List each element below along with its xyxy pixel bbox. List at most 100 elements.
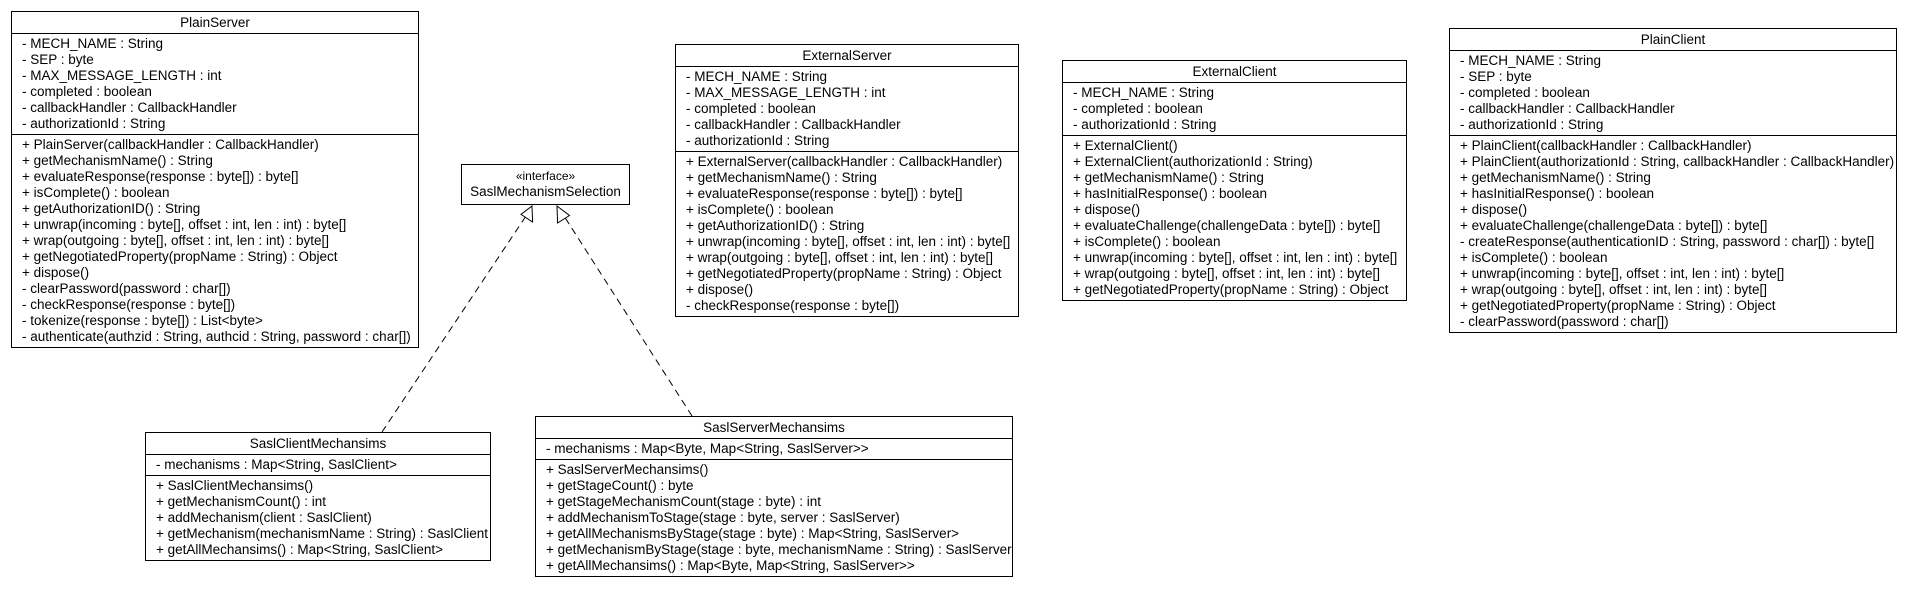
operation-row: - createResponse(authenticationID : Stri… — [1460, 234, 1875, 249]
attributes-section: - MECH_NAME : String- SEP : byte- comple… — [1450, 51, 1896, 135]
operation-row: + getAuthorizationID() : String — [686, 218, 865, 233]
class-sasl-mechanism-selection: «interface» SaslMechanismSelection — [461, 164, 630, 205]
operation-row: + dispose() — [686, 282, 754, 297]
operation-row: + addMechanism(client : SaslClient) — [156, 510, 372, 525]
operation-row: + hasInitialResponse() : boolean — [1073, 186, 1267, 201]
operations-section: + SaslClientMechansims()+ getMechanismCo… — [146, 475, 490, 560]
attribute-row: - MECH_NAME : String — [686, 69, 828, 84]
operation-row: + getStageMechanismCount(stage : byte) :… — [546, 494, 822, 509]
operation-row: + wrap(outgoing : byte[], offset : int, … — [22, 233, 330, 248]
attribute-row: - completed : boolean — [1460, 85, 1590, 100]
operation-row: + unwrap(incoming : byte[], offset : int… — [1073, 250, 1398, 265]
operation-row: - clearPassword(password : char[]) — [1460, 314, 1669, 329]
class-external-server: ExternalServer - MECH_NAME : String- MAX… — [675, 44, 1019, 317]
operation-row: + ExternalClient() — [1073, 138, 1178, 153]
class-name: ExternalServer — [676, 45, 1018, 67]
operation-row: + PlainClient(authorizationId : String, … — [1460, 154, 1895, 169]
class-header: «interface» SaslMechanismSelection — [462, 165, 629, 204]
client-mechs-realization — [381, 205, 534, 433]
operation-row: + evaluateChallenge(challengeData : byte… — [1460, 218, 1768, 233]
operation-row: + isComplete() : boolean — [1460, 250, 1608, 265]
operation-row: + dispose() — [22, 265, 90, 280]
attributes-section: - MECH_NAME : String- completed : boolea… — [1063, 83, 1406, 135]
class-name: PlainClient — [1450, 29, 1896, 51]
operation-row: - checkResponse(response : byte[]) — [22, 297, 236, 312]
operations-section: + PlainServer(callbackHandler : Callback… — [12, 134, 418, 347]
operation-row: - checkResponse(response : byte[]) — [686, 298, 900, 313]
operation-row: + hasInitialResponse() : boolean — [1460, 186, 1654, 201]
attribute-row: - authorizationId : String — [1073, 117, 1217, 132]
operation-row: + wrap(outgoing : byte[], offset : int, … — [686, 250, 994, 265]
operation-row: + wrap(outgoing : byte[], offset : int, … — [1073, 266, 1381, 281]
operation-row: + unwrap(incoming : byte[], offset : int… — [22, 217, 347, 232]
operation-row: - authenticate(authzid : String, authcid… — [22, 329, 411, 344]
attribute-row: - completed : boolean — [686, 101, 816, 116]
operation-row: + dispose() — [1073, 202, 1141, 217]
operation-row: - clearPassword(password : char[]) — [22, 281, 231, 296]
operation-row: + ExternalServer(callbackHandler : Callb… — [686, 154, 1003, 169]
attribute-row: - callbackHandler : CallbackHandler — [22, 100, 237, 115]
operation-row: + getNegotiatedProperty(propName : Strin… — [1460, 298, 1776, 313]
attribute-row: - MECH_NAME : String — [1460, 53, 1602, 68]
operation-row: + getStageCount() : byte — [546, 478, 694, 493]
operation-row: + evaluateResponse(response : byte[]) : … — [22, 169, 299, 184]
operation-row: + getMechanismName() : String — [1073, 170, 1264, 185]
operation-row: + getMechanismByStage(stage : byte, mech… — [546, 542, 1012, 557]
class-plain-server: PlainServer - MECH_NAME : String- SEP : … — [11, 11, 419, 348]
operation-row: + unwrap(incoming : byte[], offset : int… — [686, 234, 1011, 249]
attribute-row: - MECH_NAME : String — [22, 36, 164, 51]
operation-row: + getMechanism(mechanismName : String) :… — [156, 526, 488, 541]
class-plain-client: PlainClient - MECH_NAME : String- SEP : … — [1449, 28, 1897, 333]
operation-row: + evaluateResponse(response : byte[]) : … — [686, 186, 963, 201]
operations-section: + ExternalServer(callbackHandler : Callb… — [676, 151, 1018, 316]
operation-row: + getAllMechansims() : Map<Byte, Map<Str… — [546, 558, 915, 573]
class-sasl-server-mechansims: SaslServerMechansims - mechanisms : Map<… — [535, 416, 1013, 577]
operation-row: + PlainServer(callbackHandler : Callback… — [22, 137, 319, 152]
attribute-row: - callbackHandler : CallbackHandler — [1460, 101, 1675, 116]
operation-row: + ExternalClient(authorizationId : Strin… — [1073, 154, 1313, 169]
operation-row: + getNegotiatedProperty(propName : Strin… — [22, 249, 338, 264]
operation-row: + getMechanismCount() : int — [156, 494, 326, 509]
operations-section: + ExternalClient()+ ExternalClient(autho… — [1063, 135, 1406, 300]
attribute-row: - MECH_NAME : String — [1073, 85, 1215, 100]
class-name: SaslClientMechansims — [146, 433, 490, 455]
operation-row: + isComplete() : boolean — [22, 185, 170, 200]
attribute-row: - MAX_MESSAGE_LENGTH : int — [686, 85, 886, 100]
attribute-row: - MAX_MESSAGE_LENGTH : int — [22, 68, 222, 83]
class-name: SaslMechanismSelection — [470, 184, 621, 199]
operation-row: + evaluateChallenge(challengeData : byte… — [1073, 218, 1381, 233]
attributes-section: - MECH_NAME : String- SEP : byte- MAX_ME… — [12, 34, 418, 134]
operation-row: + getAllMechanismsByStage(stage : byte) … — [546, 526, 960, 541]
class-external-client: ExternalClient - MECH_NAME : String- com… — [1062, 60, 1407, 301]
attribute-row: - authorizationId : String — [686, 133, 830, 148]
operations-section: + SaslServerMechansims()+ getStageCount(… — [536, 459, 1012, 576]
class-name: PlainServer — [12, 12, 418, 34]
operation-row: + getNegotiatedProperty(propName : Strin… — [686, 266, 1002, 281]
stereotype-label: «interface» — [515, 169, 576, 183]
operation-row: + unwrap(incoming : byte[], offset : int… — [1460, 266, 1785, 281]
attribute-row: - authorizationId : String — [22, 116, 166, 131]
attribute-row: - SEP : byte — [1460, 69, 1532, 84]
attribute-row: - completed : boolean — [1073, 101, 1203, 116]
operation-row: + getMechanismName() : String — [22, 153, 213, 168]
operation-row: + getMechanismName() : String — [1460, 170, 1651, 185]
operation-row: + dispose() — [1460, 202, 1528, 217]
attribute-row: - callbackHandler : CallbackHandler — [686, 117, 901, 132]
operation-row: + getMechanismName() : String — [686, 170, 877, 185]
attribute-row: - completed : boolean — [22, 84, 152, 99]
operation-row: + isComplete() : boolean — [1073, 234, 1221, 249]
attribute-row: - SEP : byte — [22, 52, 94, 67]
operation-row: + getAuthorizationID() : String — [22, 201, 201, 216]
class-name: SaslServerMechansims — [536, 417, 1012, 439]
attribute-row: - authorizationId : String — [1460, 117, 1604, 132]
attributes-section: - mechanisms : Map<Byte, Map<String, Sas… — [536, 439, 1012, 459]
operation-row: + wrap(outgoing : byte[], offset : int, … — [1460, 282, 1768, 297]
operation-row: + PlainClient(callbackHandler : Callback… — [1460, 138, 1752, 153]
operation-row: + getNegotiatedProperty(propName : Strin… — [1073, 282, 1389, 297]
operation-row: + SaslClientMechansims() — [156, 478, 314, 493]
operations-section: + PlainClient(callbackHandler : Callback… — [1450, 135, 1896, 332]
attributes-section: - mechanisms : Map<String, SaslClient> — [146, 455, 490, 475]
operation-row: + SaslServerMechansims() — [546, 462, 709, 477]
operation-row: + getAllMechansims() : Map<String, SaslC… — [156, 542, 443, 557]
